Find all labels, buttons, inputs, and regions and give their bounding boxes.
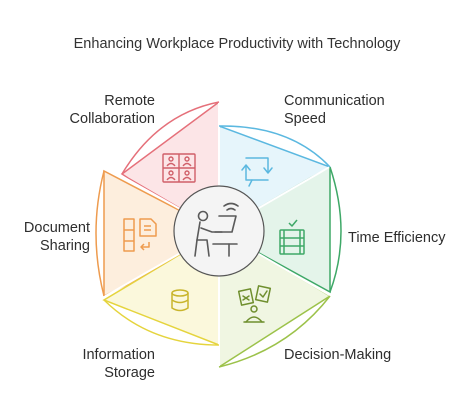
document-share-icon xyxy=(123,218,157,252)
label-decision-making: Decision-Making xyxy=(284,347,392,363)
label-document-sharing: Document Sharing xyxy=(23,220,90,254)
video-grid-icon xyxy=(162,153,196,183)
choice-cards-icon xyxy=(237,285,272,323)
label-information-storage: Information Storage xyxy=(82,347,155,381)
center-circle xyxy=(173,185,265,277)
petal-edge-decision xyxy=(218,295,331,368)
petal-edge-storage xyxy=(103,299,220,346)
petal-edge-document xyxy=(95,170,105,297)
petal-edge-remote xyxy=(121,101,220,175)
label-time-efficiency: Time Efficiency xyxy=(348,230,446,246)
label-communication-speed: Communication Speed xyxy=(284,93,385,127)
chat-arrows-icon xyxy=(241,157,273,187)
petal-edge-communication xyxy=(218,125,331,168)
diagram-title: Enhancing Workplace Productivity with Te… xyxy=(73,36,401,52)
server-stack-icon xyxy=(279,219,305,255)
database-icon xyxy=(171,289,189,312)
petal-edge-time xyxy=(329,166,342,293)
person-laptop-icon xyxy=(194,202,239,257)
label-remote-collaboration: Remote Collaboration xyxy=(69,93,155,127)
